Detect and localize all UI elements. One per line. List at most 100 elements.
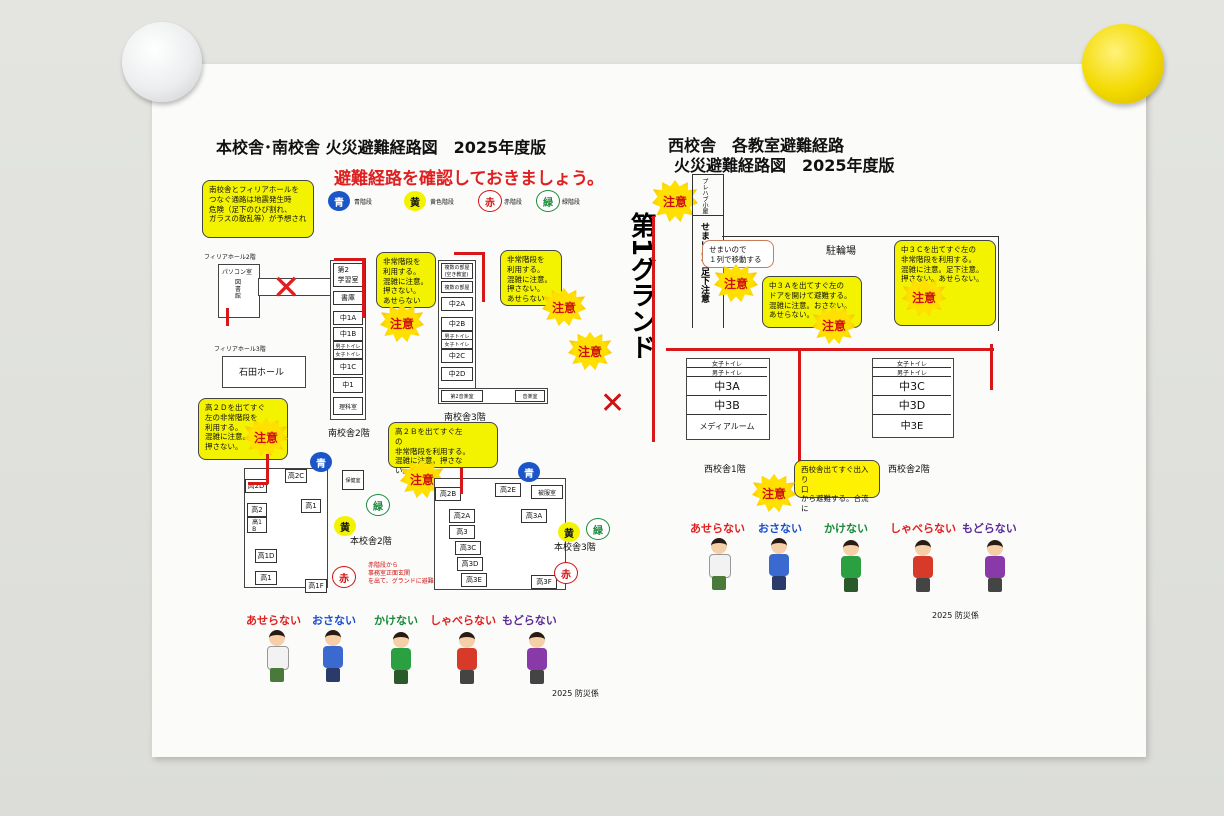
slogan-dont-talk: しゃべらない (430, 614, 496, 627)
right-footer: 2025 防災係 (932, 611, 979, 620)
room: 女子トイレ (873, 359, 951, 368)
narrow-passage (692, 214, 724, 328)
room: 書庫 (333, 291, 363, 305)
evac-arrow (798, 350, 801, 462)
right-title-line2: 火災避難経路図 2025年度版 (674, 156, 895, 175)
yellow-stair-icon: 黄 (558, 522, 580, 542)
caution-icon: 注意 (380, 304, 424, 342)
south-2f-map: 第2 学習室 書庫 中1A 中1B 男子トイレ 女子トイレ 中1C 中1 理科室 (330, 260, 366, 420)
yellow-stair-icon: 黄 (334, 516, 356, 536)
left-subtitle: 避難経路を確認しておきましょう。 (334, 169, 604, 189)
room: 保健室 (342, 470, 364, 490)
main-2f-label: 本校舎2階 (350, 537, 392, 547)
legend-blue-dot: 青 (328, 191, 350, 211)
west-2f-map: 女子トイレ 男子トイレ 中3C 中3D 中3E (872, 358, 954, 438)
illustration-calm-person-icon (704, 538, 734, 592)
room: 高2B (435, 487, 461, 501)
illustration-pushing-kids-icon (318, 630, 348, 684)
illustration-running-kid-icon (386, 632, 416, 686)
evac-arrow (266, 454, 269, 484)
room: 中3C (873, 377, 951, 396)
slogan-dont-panic: あせらない (246, 614, 301, 627)
south-3f-map: 複数の部屋 (空き教室) 複数の部屋 中2A 中2B 男子トイレ 女子トイレ 中… (438, 260, 476, 390)
room: 高3E (461, 573, 487, 587)
slogan-dont-talk: しゃべらない (890, 522, 956, 535)
south-2f-bubble: 非常階段を 利用する。 混雑に注意。 押さない。 あせらない (376, 252, 436, 308)
room: 高3A (521, 509, 547, 523)
blue-stair-icon: 青 (518, 462, 540, 482)
caution-icon: 注意 (752, 474, 796, 512)
room: 音楽室 (515, 390, 545, 402)
illustration-talking-kid-icon (452, 632, 482, 686)
room: 中3D (873, 396, 951, 415)
main-2f-map: 高2D 高2C 高2 高1 高1 B 高1D 高1 高1F (244, 468, 328, 593)
green-stair-icon: 緑 (586, 518, 610, 540)
room: 第2音楽室 (441, 390, 483, 402)
room: 中2D (441, 367, 473, 381)
legend-red-dot: 赤 (478, 190, 502, 212)
h2b-bubble: 高２Ｂを出てすぐ左 の 非常階段を利用する。 混雑に注意。押さな い。 (388, 422, 498, 475)
room: 被服室 (531, 485, 563, 499)
south-3f-label: 南校舎3階 (444, 413, 486, 423)
bicycle-area (722, 236, 999, 331)
west-1f-label: 西校舎1階 (704, 465, 746, 475)
slogan-dont-return: もどらない (502, 614, 557, 627)
illustration-calm-person-icon (262, 630, 292, 684)
right-title-line1: 西校舎 各教室避難経路 (668, 136, 845, 155)
west-2f-label: 西校舎2階 (888, 465, 930, 475)
room: 女子トイレ (687, 359, 767, 368)
main-3f-label: 本校舎3階 (554, 543, 596, 553)
legend-yellow-dot: 黄 (404, 191, 426, 211)
room: 男子トイレ (687, 368, 767, 377)
prefab-box (692, 174, 724, 216)
green-stair-icon: 緑 (366, 494, 390, 516)
room: 高1 B (247, 517, 267, 533)
red-stair-icon: 赤 (332, 566, 356, 588)
slogan-dont-push: おさない (312, 614, 356, 627)
illustration-returning-girl-icon (522, 632, 552, 686)
room: 高3D (457, 557, 483, 571)
first-ground-text: 第1グランド (626, 212, 656, 361)
evac-arrow (248, 482, 268, 485)
room: 中3A (687, 377, 767, 396)
yellow-magnet (1082, 24, 1164, 104)
narrow-bubble: せまいので １列で移動する (702, 240, 774, 268)
room: 中1B (333, 327, 363, 341)
room: 第2 学習室 (333, 263, 363, 287)
3c-bubble: 中３Ｃを出てすぐ左の 非常階段を利用する。 混雑に注意。足下注意。 押さない。あ… (894, 240, 996, 326)
evac-arrow (990, 344, 993, 390)
legend-red-label: 赤階段 (504, 199, 523, 206)
evac-arrow (652, 216, 655, 442)
red-stair-note: 赤階段から 事務室正面玄関 を出て、グランドに避難する。 (368, 562, 452, 585)
prefab-label: プレハブ小屋 (701, 178, 708, 214)
evac-arrow (454, 252, 484, 255)
pc-room-label: パソコン室 (222, 269, 253, 276)
room: 中1C (333, 359, 363, 375)
evacuation-poster: 本校舎･南校舎 火災避難経路図 2025年度版 避難経路を確認しておきましょう。… (152, 64, 1146, 757)
slogan-dont-return: もどらない (962, 522, 1017, 535)
room: 高3C (455, 541, 481, 555)
room: 中3B (687, 396, 767, 415)
room: 男子トイレ (873, 368, 951, 377)
room: 高3 (449, 525, 475, 539)
left-title: 本校舎･南校舎 火災避難経路図 2025年度版 (216, 138, 547, 157)
blue-stair-icon: 青 (310, 452, 332, 472)
first-ground-label: 第1グランド (626, 212, 656, 361)
ishida-hall-map: 石田ホール (222, 356, 306, 388)
room: 複数の部屋 (空き教室) (441, 263, 473, 279)
slogan-dont-run: かけない (374, 614, 418, 627)
legend-green-label: 緑階段 (562, 199, 581, 206)
room: 高1F (305, 579, 327, 593)
filia-hall-2f-map: パソコン室 図 書 館 (218, 264, 260, 318)
room: 女子トイレ (441, 339, 473, 349)
bridge-warning-bubble: 南校舎とフィリアホールを つなぐ通路は地震発生時 危険（足下のひび割れ、 ガラス… (202, 180, 314, 238)
room: 理科室 (333, 397, 363, 415)
white-magnet (122, 22, 202, 102)
bicycle-parking-label: 駐輪場 (826, 246, 856, 257)
legend-green-dot: 緑 (536, 190, 560, 212)
library-label: 図 書 館 (235, 279, 242, 301)
room: 高2 (247, 503, 267, 517)
room: 高1 (301, 499, 321, 513)
evac-arrow (334, 258, 366, 261)
room: 高2E (495, 483, 521, 497)
